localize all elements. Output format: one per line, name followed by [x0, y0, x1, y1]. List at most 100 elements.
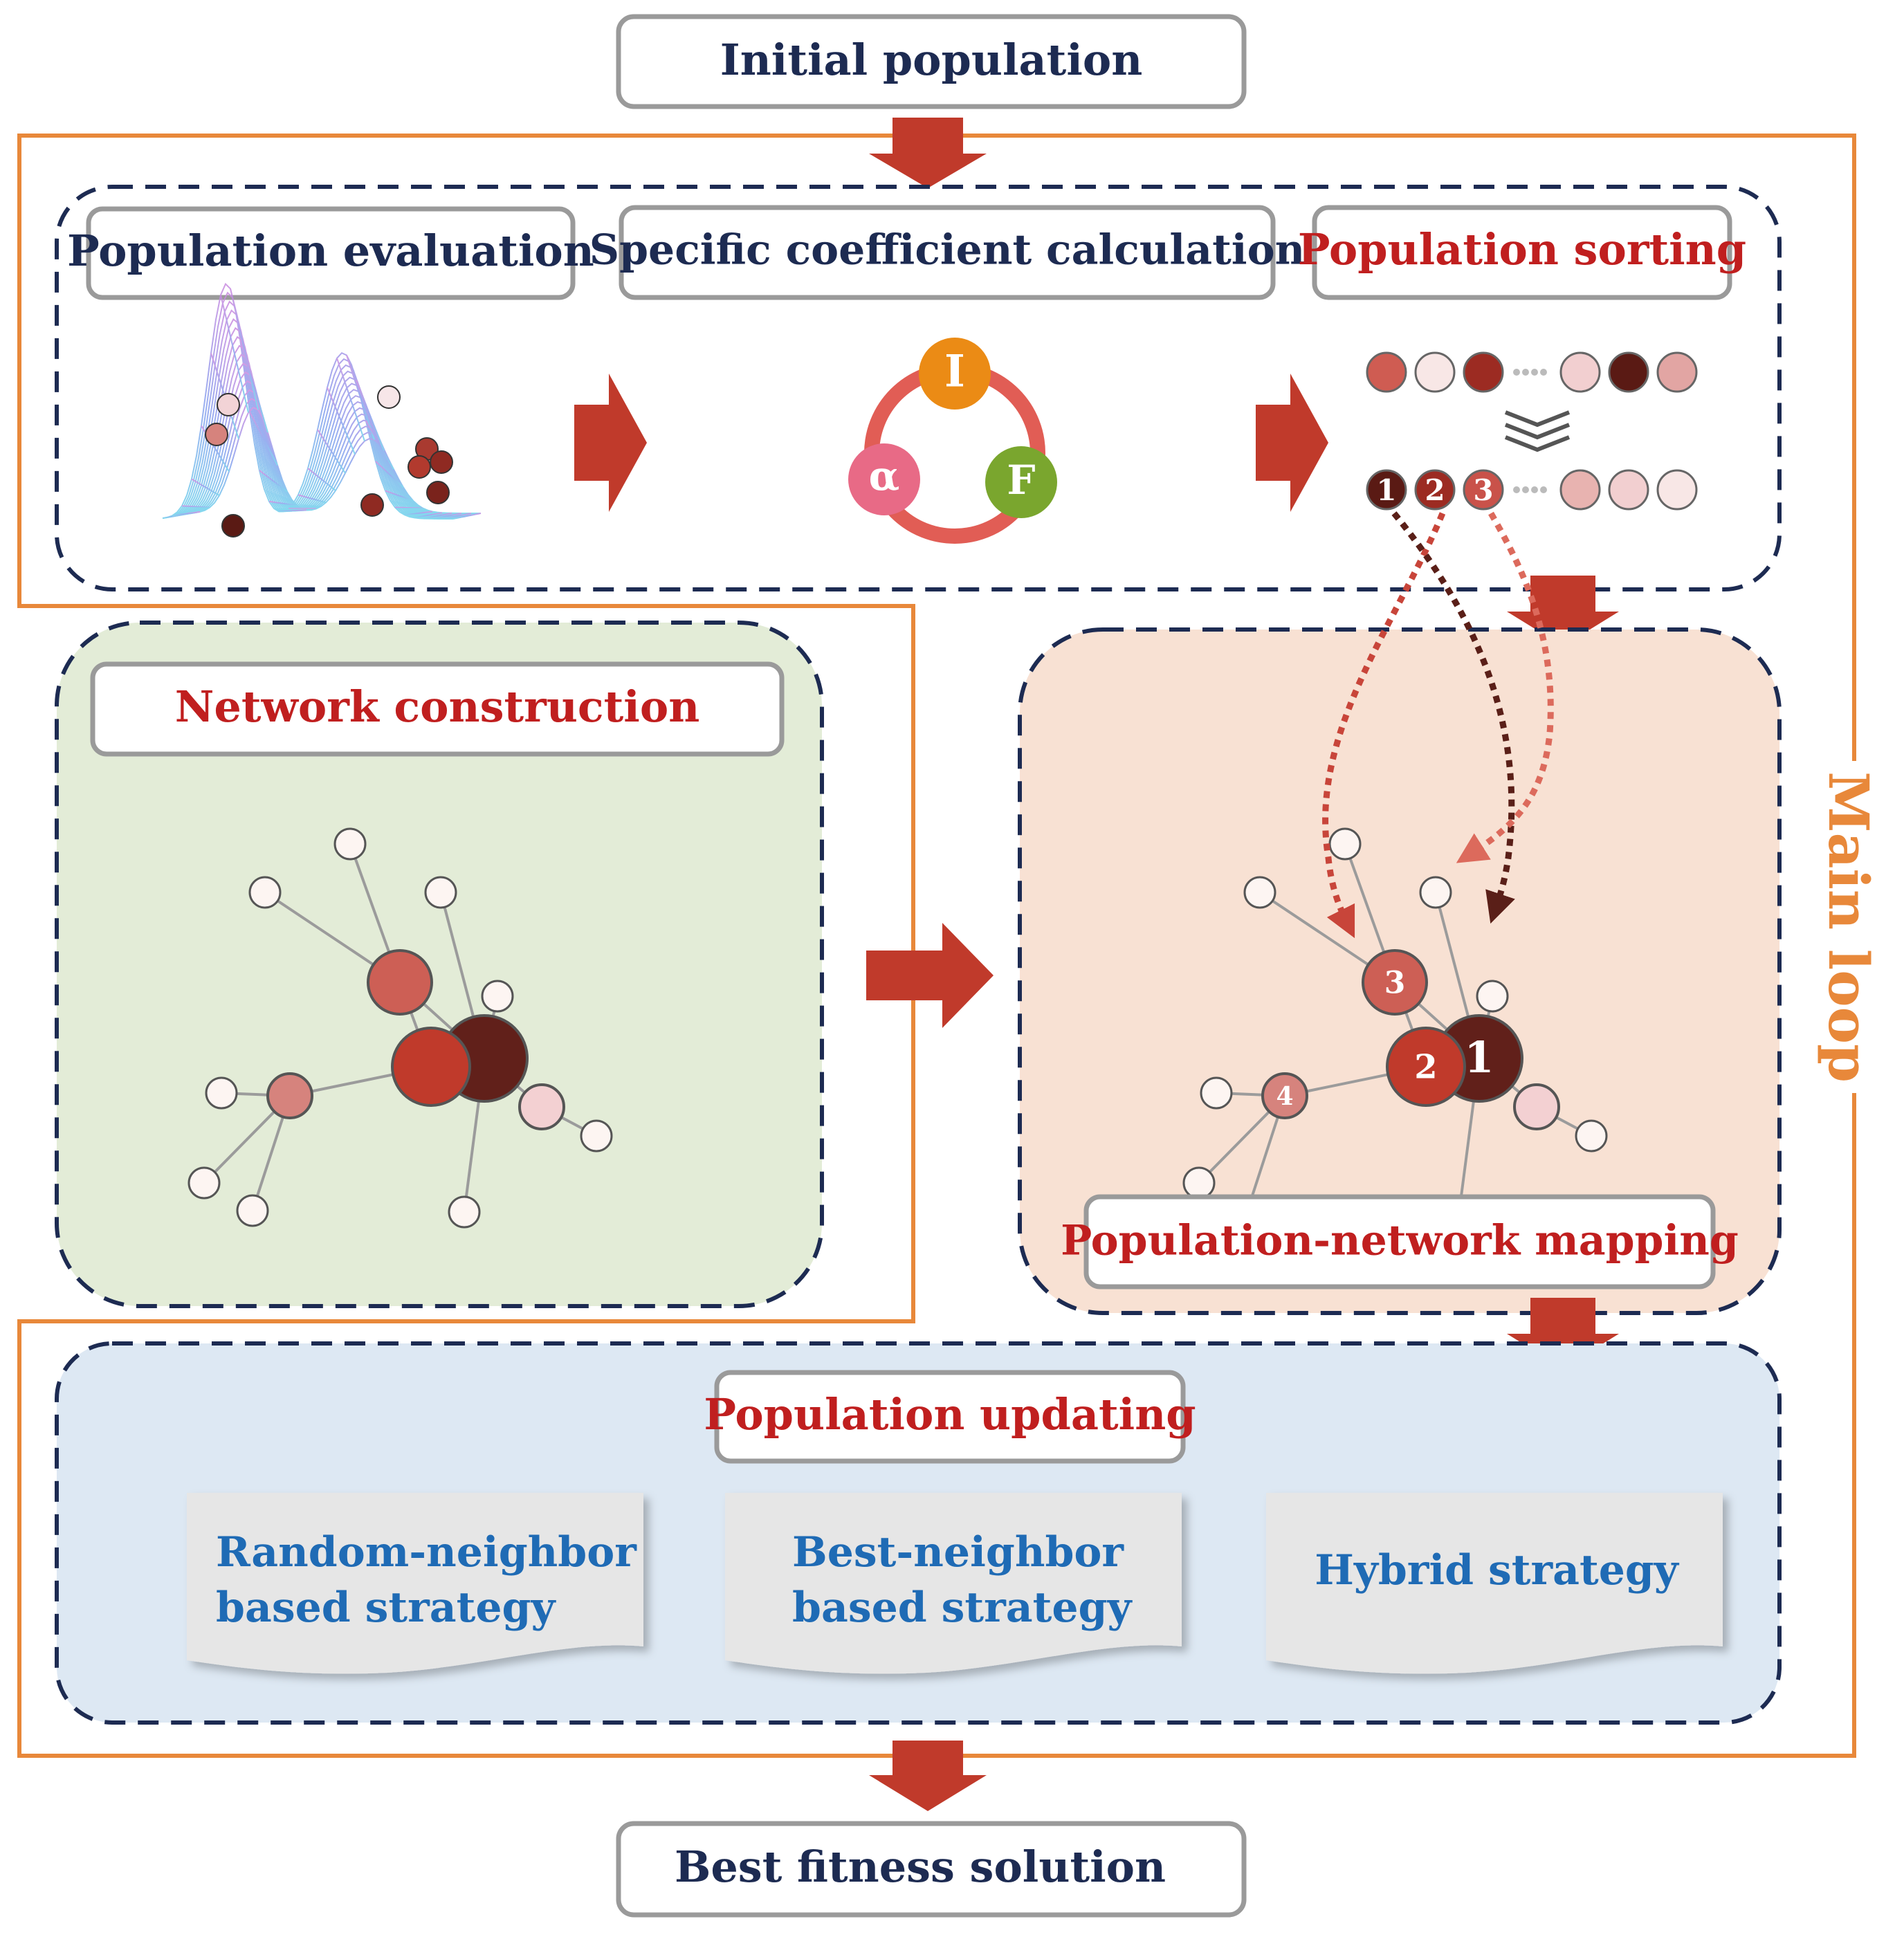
network-leaf-node	[580, 1119, 613, 1153]
network-leaf-node	[448, 1195, 481, 1229]
strategy-random-line1: Random-neighbor	[216, 1528, 637, 1577]
network-leaf-node	[187, 1166, 221, 1200]
down-arrow-1	[869, 118, 987, 188]
strategy-random-line2: based strategy	[216, 1583, 556, 1632]
strategy-card-random	[187, 1493, 643, 1674]
population-evaluation-label: Population evaluation	[67, 226, 594, 276]
right-arrow-3	[866, 923, 994, 1028]
network-leaf-node	[236, 1194, 269, 1227]
ellipsis-dot	[1513, 486, 1520, 493]
population-sorting-label: Population sorting	[1298, 224, 1746, 275]
population-network-mapping-label: Population-network mapping	[1061, 1217, 1739, 1265]
coefficient-calculation-box	[619, 205, 1276, 300]
population-network-mapping-box	[1083, 1194, 1716, 1289]
network-leaf-node	[481, 980, 514, 1013]
mapping-arrow-1	[1391, 511, 1515, 924]
ellipsis-dot	[1540, 369, 1547, 376]
strategy-card-hybrid	[1266, 1493, 1723, 1674]
down-arrow-4	[869, 1741, 987, 1811]
network-leaf-node	[205, 1076, 238, 1110]
ellipsis-dot	[1540, 486, 1547, 493]
population-point	[205, 423, 228, 446]
coefficient-f-node	[985, 446, 1057, 518]
network-leaf-node	[1243, 876, 1276, 909]
ellipsis-dot	[1531, 369, 1538, 376]
coefficient-alpha-node	[848, 443, 920, 515]
top-process-panel	[55, 185, 1782, 591]
initial-population-box	[616, 14, 1247, 109]
network-graph-left	[187, 827, 613, 1229]
network-leaf-node	[333, 827, 367, 861]
population-sorting-box	[1312, 205, 1732, 300]
initial-population-label: Initial population	[720, 35, 1143, 85]
network-construction-label: Network construction	[175, 681, 700, 732]
network-rank-label: 4	[1276, 1082, 1293, 1111]
strategy-best-line2: based strategy	[792, 1583, 1133, 1632]
main-loop-label: Main loop	[1816, 771, 1881, 1083]
main-loop-frame	[17, 134, 1856, 1758]
individual-sorted	[1366, 469, 1407, 511]
individual-sorted	[1463, 469, 1504, 511]
network-hub-node	[1261, 1072, 1308, 1119]
network-leaf-node	[1575, 1119, 1608, 1153]
right-arrow-2	[1256, 374, 1328, 512]
individual-unsorted	[1463, 351, 1504, 393]
population-point	[221, 514, 245, 538]
ellipsis-dot	[1531, 486, 1538, 493]
mapping-arrow-3	[1456, 511, 1554, 863]
individual-sorted	[1414, 469, 1456, 511]
individual-unsorted	[1559, 351, 1601, 393]
network-leaf-node	[1182, 1166, 1216, 1200]
ellipsis-dot	[1522, 369, 1529, 376]
mapping-arrow-2	[1322, 512, 1446, 939]
individual-unsorted	[1366, 351, 1407, 393]
network-leaf-node	[1419, 876, 1452, 909]
strategy-hybrid-line1: Hybrid strategy	[1315, 1546, 1680, 1595]
coefficient-f-label: F	[1007, 457, 1035, 504]
individual-sorted	[1656, 469, 1698, 511]
population-point	[426, 481, 450, 504]
individual-sorted	[1608, 469, 1649, 511]
network-leaf-node	[1200, 1076, 1233, 1110]
sorted-rank-label: 3	[1473, 473, 1493, 507]
ellipsis-dot	[1522, 486, 1529, 493]
network-leaf-node	[1328, 827, 1362, 861]
population-updating-box	[714, 1370, 1186, 1464]
network-hub-node	[266, 1072, 313, 1119]
main-loop-label-bg	[1833, 761, 1875, 1093]
individual-unsorted	[1608, 351, 1649, 393]
sorted-rank-label: 2	[1425, 473, 1445, 507]
fitness-landscape-mesh	[162, 282, 482, 538]
population-point	[430, 450, 453, 474]
network-hub-node	[1513, 1083, 1560, 1130]
network-hub-node	[367, 949, 433, 1016]
network-construction-panel	[55, 621, 824, 1308]
network-rank-label: 3	[1384, 966, 1406, 1001]
network-leaf-node	[1476, 980, 1509, 1013]
population-point	[377, 385, 401, 409]
network-rank-label: 2	[1414, 1048, 1437, 1087]
sorted-rank-label: 1	[1376, 473, 1396, 507]
network-leaf-node	[248, 876, 282, 909]
population-updating-label: Population updating	[704, 1389, 1196, 1440]
population-evaluation-box	[86, 206, 576, 300]
coefficient-i-label: I	[944, 346, 965, 398]
individual-sorted	[1559, 469, 1601, 511]
network-leaf-node	[424, 876, 457, 909]
coefficient-calculation-label: Specific coefficient calculation	[589, 226, 1306, 275]
best-fitness-solution-box	[616, 1821, 1247, 1918]
network-hub-node	[1386, 1027, 1466, 1107]
coefficient-alpha-label: α	[869, 452, 900, 499]
network-hub-node	[518, 1083, 565, 1130]
network-construction-box	[90, 661, 785, 757]
population-point	[408, 455, 431, 479]
individual-unsorted	[1414, 351, 1456, 393]
network-hub-node	[1362, 949, 1428, 1016]
population-point	[217, 393, 240, 416]
ellipsis-dot	[1513, 369, 1520, 376]
coefficient-i-node	[919, 338, 991, 410]
best-fitness-solution-label: Best fitness solution	[675, 1842, 1166, 1892]
individual-unsorted	[1656, 351, 1698, 393]
